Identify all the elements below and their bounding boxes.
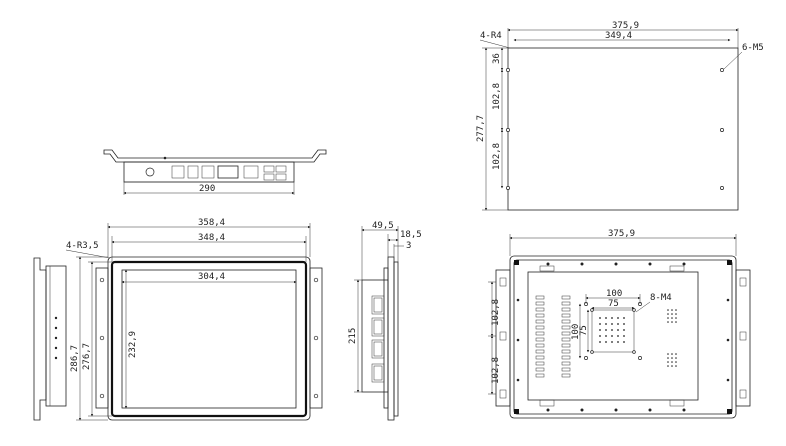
side-view: 49,5 18,5 3 215	[348, 221, 422, 421]
dim-side-bezel-depth: 18,5	[400, 230, 422, 240]
dim-cutout-outer-width: 375,9	[612, 21, 639, 31]
dim-cutout-corner-radius: 4-R4	[480, 31, 502, 41]
dim-back-width: 375,9	[608, 229, 635, 239]
dim-cutout-holes: 6-M5	[742, 43, 764, 53]
vent-dot-grid	[599, 317, 625, 343]
dim-side-bezel: 3	[406, 241, 411, 251]
back-view: 375,9 100 75 8-M4 100 75 102,8 102,8	[488, 229, 751, 419]
dim-front-outer-height: 286,7	[70, 345, 80, 372]
dim-front-screen-height: 232,9	[128, 331, 138, 358]
dim-front-inner-width: 348,4	[198, 233, 225, 243]
cutout-view: 375,9 349,4 4-R4 6-M5 277,7 36 102,8 102…	[476, 21, 764, 211]
dim-side-depth: 49,5	[372, 221, 394, 231]
dim-cutout-inner-width: 349,4	[605, 31, 632, 41]
dim-back-vesa-inner-v: 75	[579, 325, 589, 336]
dim-back-spacing-1: 102,8	[491, 299, 501, 326]
dim-front-screen-width: 304,4	[198, 272, 225, 282]
dim-side-height: 215	[348, 328, 358, 344]
dim-front-inner-height: 276,7	[82, 343, 92, 370]
dim-cutout-height: 277,7	[476, 115, 486, 142]
vent-slots-left	[535, 295, 571, 378]
dim-back-vesa-inner: 75	[608, 299, 619, 309]
dim-back-vesa-outer: 100	[606, 289, 622, 299]
dim-back-vesa-holes: 8-M4	[650, 293, 672, 303]
dim-front-corner-radius: 4-R3,5	[66, 241, 99, 251]
dim-top-width: 290	[199, 184, 215, 194]
dim-cutout-spacing-2: 102,8	[492, 143, 502, 170]
dim-back-vesa-outer-v: 100	[571, 324, 581, 340]
dim-cutout-spacing-1: 102,8	[492, 83, 502, 110]
dim-cutout-top-offset: 36	[492, 53, 502, 64]
dim-front-outer-width: 358,4	[198, 218, 225, 228]
vent-dot-patch-right	[667, 309, 677, 367]
top-view: 290	[103, 149, 327, 195]
left-profile-view	[33, 257, 67, 421]
dim-back-spacing-2: 102,8	[491, 357, 501, 384]
front-view: 358,4 348,4 4-R3,5 304,4 286,7 276,7 232…	[65, 218, 323, 421]
